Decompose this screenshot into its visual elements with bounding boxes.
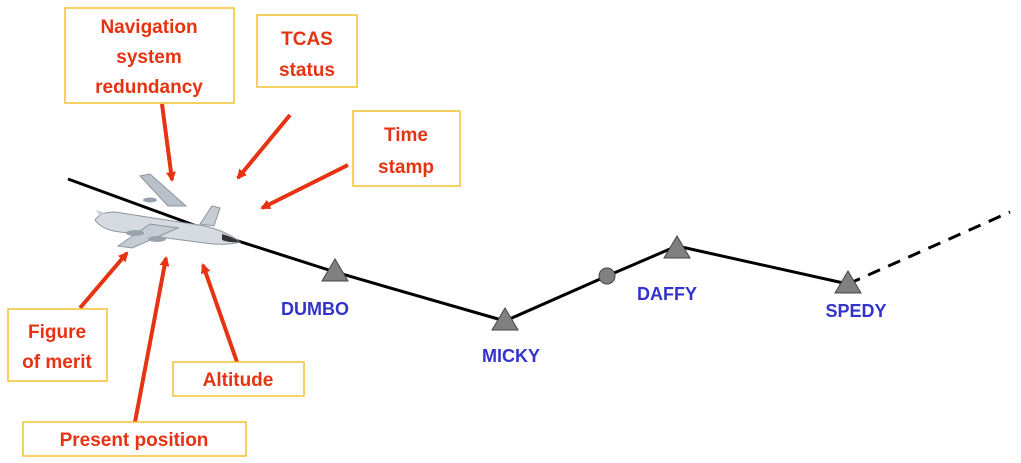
waypoint-dumbo-triangle: [321, 258, 349, 282]
waypoint-spedy-triangle: [834, 270, 862, 294]
callout-altitude: Altitude: [172, 361, 305, 397]
waypoint-label-dumbo: DUMBO: [281, 299, 349, 319]
callout-navigation: Navigation system redundancy: [64, 7, 235, 104]
callout-altitude-line1: Altitude: [203, 370, 274, 391]
callout-tcas-line2: status: [279, 60, 335, 81]
waypoint-micky-triangle: [491, 307, 519, 331]
waypoint-label-micky: MICKY: [482, 346, 540, 366]
callout-timestamp-line2: stamp: [378, 157, 434, 178]
callout-navigation-line2: system: [116, 47, 182, 68]
callout-timestamp-line1: Time: [384, 125, 428, 146]
altitude-arrow: [200, 263, 239, 363]
figure-of-merit-arrow: [78, 251, 129, 310]
waypoint-label-daffy: DAFFY: [637, 284, 697, 304]
callout-present-position: Present position: [22, 421, 247, 457]
timestamp-arrow: [260, 163, 349, 210]
route-path: [67, 177, 1011, 323]
callout-navigation-line3: redundancy: [95, 77, 203, 98]
callout-present-position-line1: Present position: [60, 430, 209, 451]
callout-figure-of-merit-line2: of merit: [22, 352, 92, 373]
callout-tcas: TCAS status: [256, 14, 358, 88]
callout-timestamp: Time stamp: [352, 110, 461, 187]
present-position-arrow: [133, 256, 170, 423]
callout-navigation-line1: Navigation: [100, 17, 197, 38]
callout-tcas-line1: TCAS: [281, 29, 333, 50]
route-line: [67, 177, 849, 323]
waypoint-daffy-triangle: [663, 235, 691, 259]
jet-aircraft-icon: [94, 173, 242, 249]
callout-figure-of-merit: Figure of merit: [7, 308, 108, 382]
navigation-arrow: [160, 103, 176, 182]
callout-figure-of-merit-line1: Figure: [28, 322, 86, 343]
circle-point-icon: [598, 267, 616, 285]
route-projected-line: [847, 210, 1011, 286]
tcas-arrow: [236, 113, 292, 180]
waypoint-label-spedy: SPEDY: [825, 301, 886, 321]
